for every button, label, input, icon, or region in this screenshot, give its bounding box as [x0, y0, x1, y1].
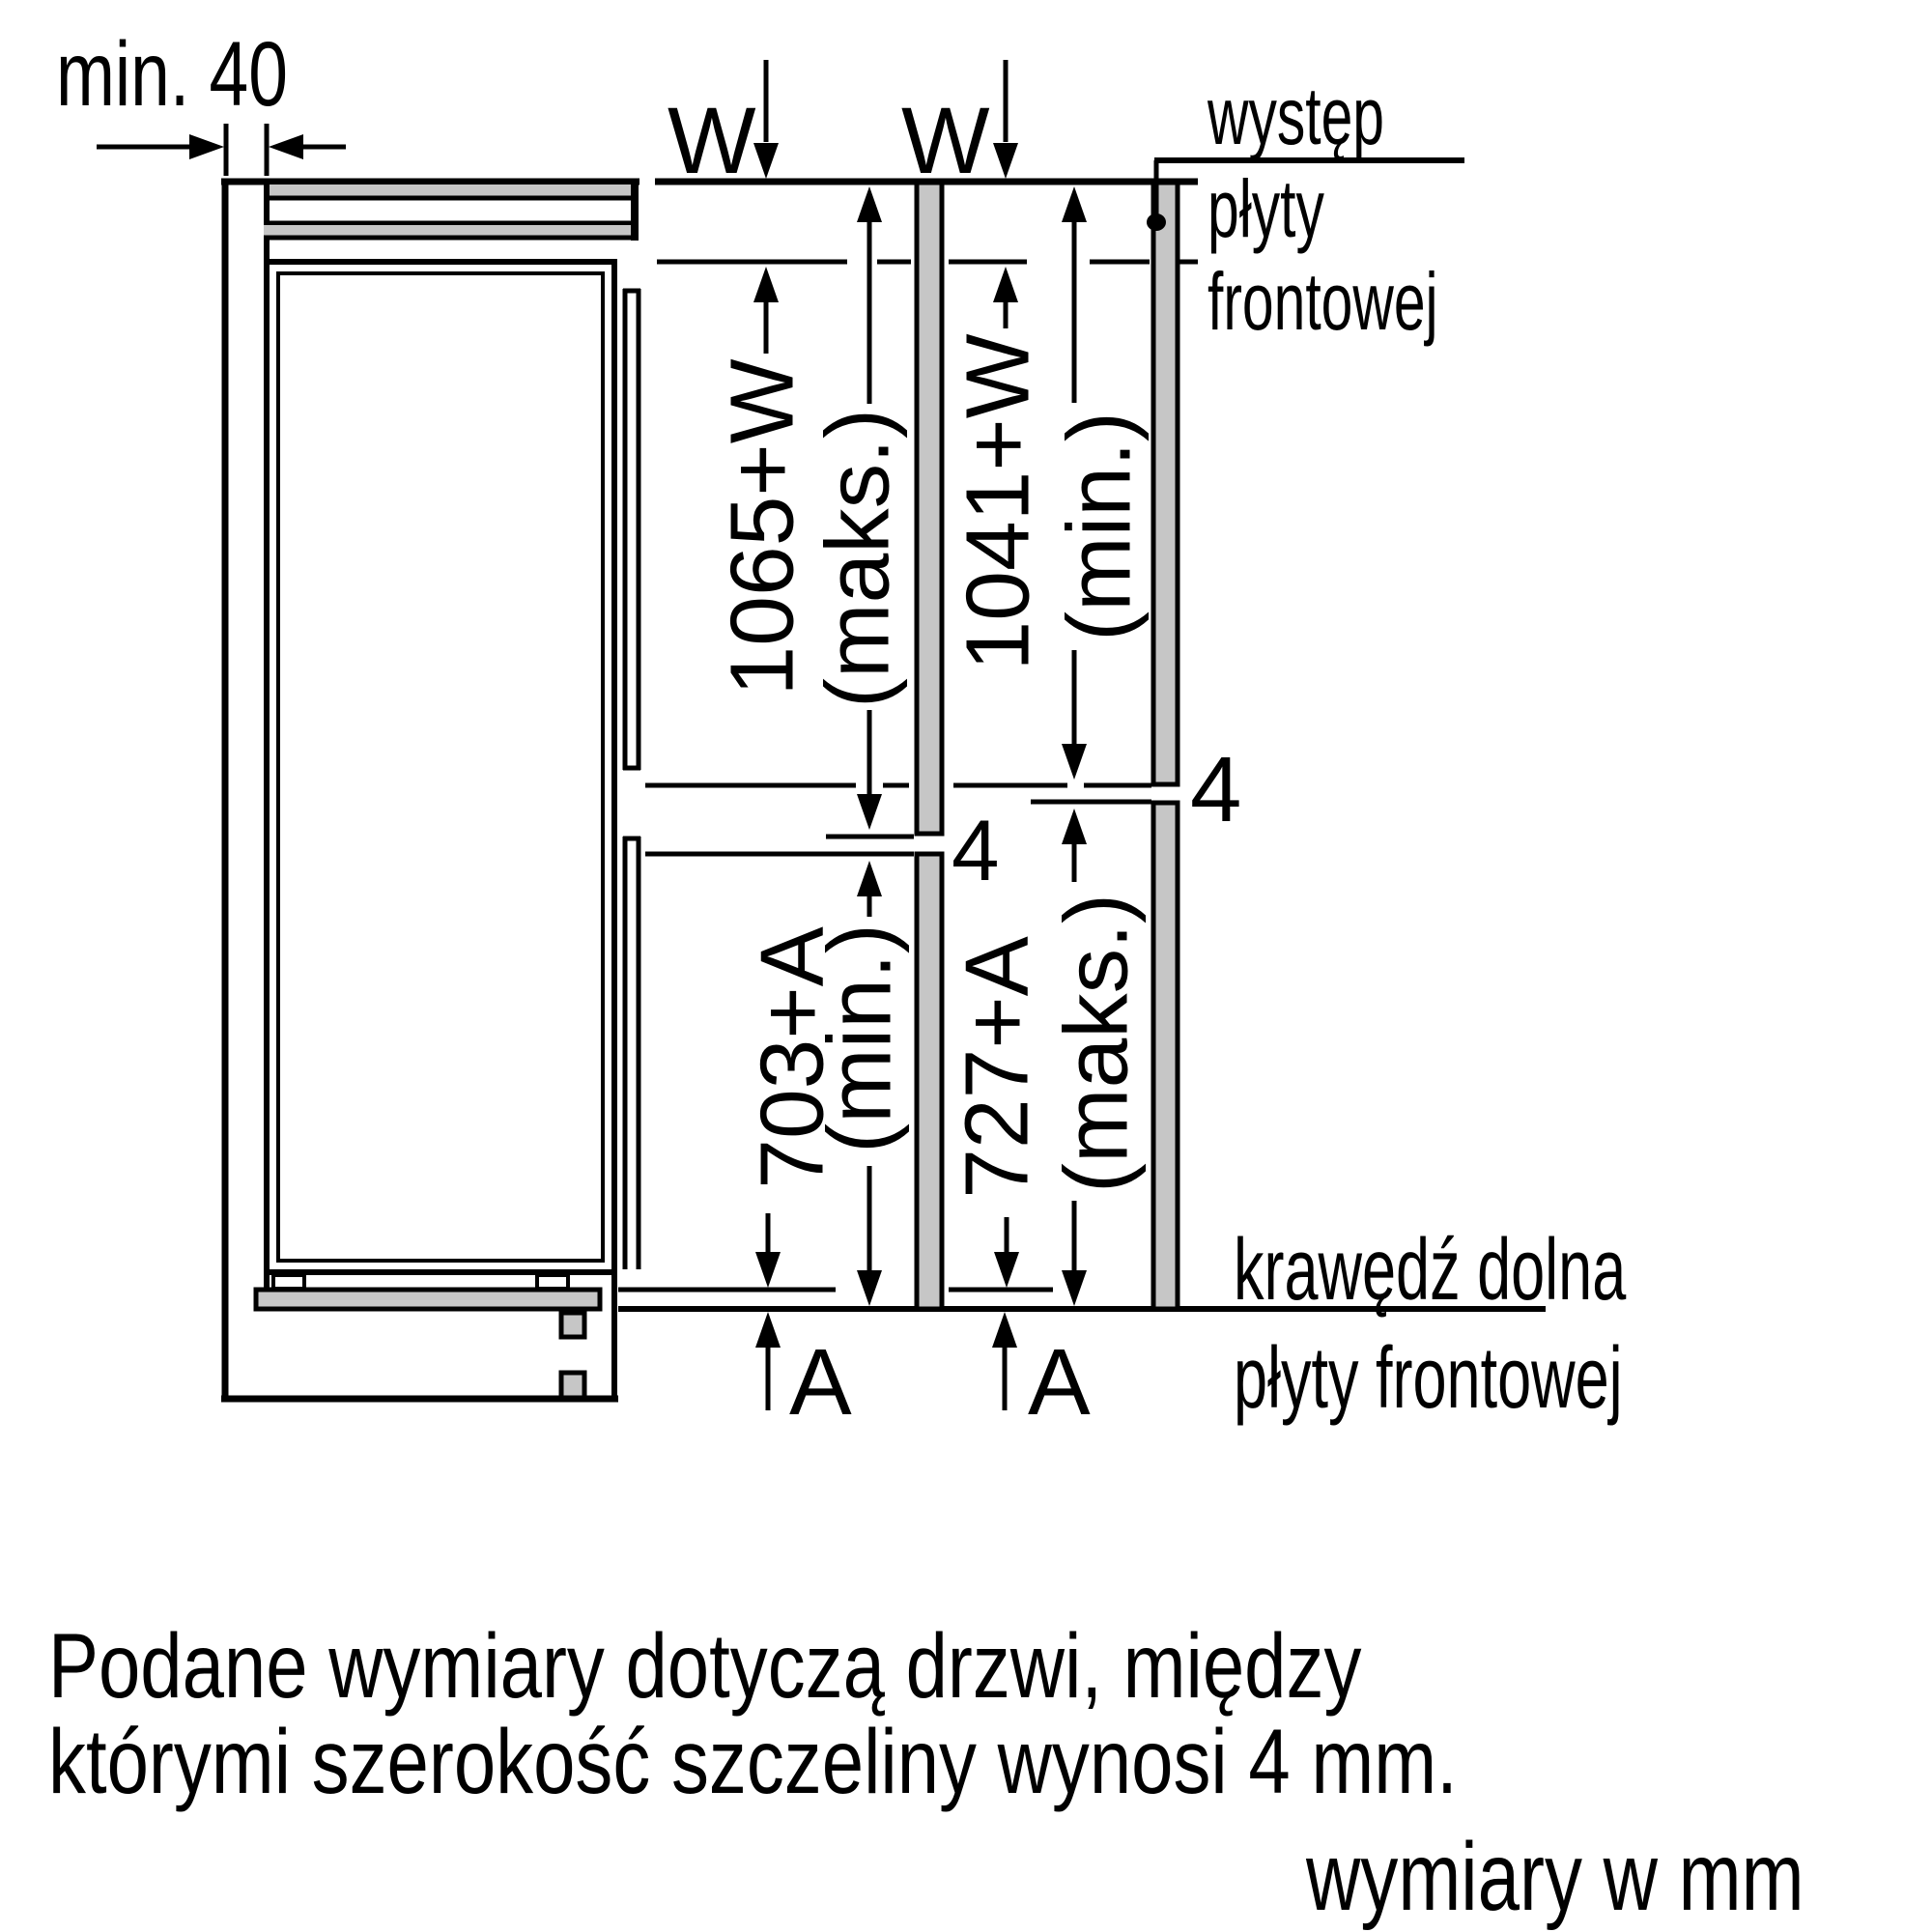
overhang-label-line3: frontowej: [1208, 256, 1438, 347]
note-line2: którymi szerokość szczeliny wynosi 4 mm.: [48, 1711, 1458, 1813]
front-panels: [914, 180, 1180, 1312]
offset-marker-1: A: [789, 1329, 852, 1435]
dim-door1-lower-qualifier: (min.): [809, 923, 910, 1153]
dim-door1-upper-value: 1065+W: [711, 358, 812, 696]
front-panel-door2-upper: [1151, 180, 1180, 787]
overhang-label-line2: płyty: [1208, 163, 1324, 254]
note-line1: Podane wymiary dotyczą drzwi, między: [48, 1615, 1362, 1718]
units-label: wymiary w mm: [1306, 1823, 1804, 1931]
offset-marker-2: A: [1028, 1329, 1091, 1435]
bottom-edge-label-line2: płyty frontowej: [1234, 1330, 1623, 1427]
note-text: Podane wymiary dotyczą drzwi, między któ…: [48, 1619, 1458, 1810]
dimension-lines: [97, 60, 1464, 1410]
front-panel-door1-upper: [914, 180, 945, 837]
bottom-edge-label-line1: krawędź dolna: [1234, 1222, 1627, 1319]
dim-door2-upper-value: 1041+W: [947, 333, 1048, 671]
appliance-outline: [253, 259, 641, 1401]
dim-door2-lower-qualifier: (maks.): [1045, 894, 1147, 1193]
gap-label-door1: 4: [952, 802, 1000, 898]
overhang-label-line1: występ: [1208, 71, 1385, 161]
min-gap-label: min. 40: [56, 23, 288, 126]
dim-door1-upper-qualifier: (maks.): [807, 409, 908, 708]
dim-door2-lower-value: 727+A: [946, 936, 1047, 1199]
front-panel-door1-lower: [914, 851, 945, 1312]
gap-label-door2: 4: [1190, 738, 1242, 841]
dim-door2-upper-qualifier: (min.): [1048, 412, 1150, 641]
front-panel-door2-lower: [1151, 800, 1180, 1312]
w-marker-2: W: [901, 88, 990, 193]
w-marker-1: W: [668, 88, 756, 193]
overhang-label: występ płyty frontowej: [1208, 70, 1537, 348]
cabinet-outline: [221, 178, 639, 1403]
